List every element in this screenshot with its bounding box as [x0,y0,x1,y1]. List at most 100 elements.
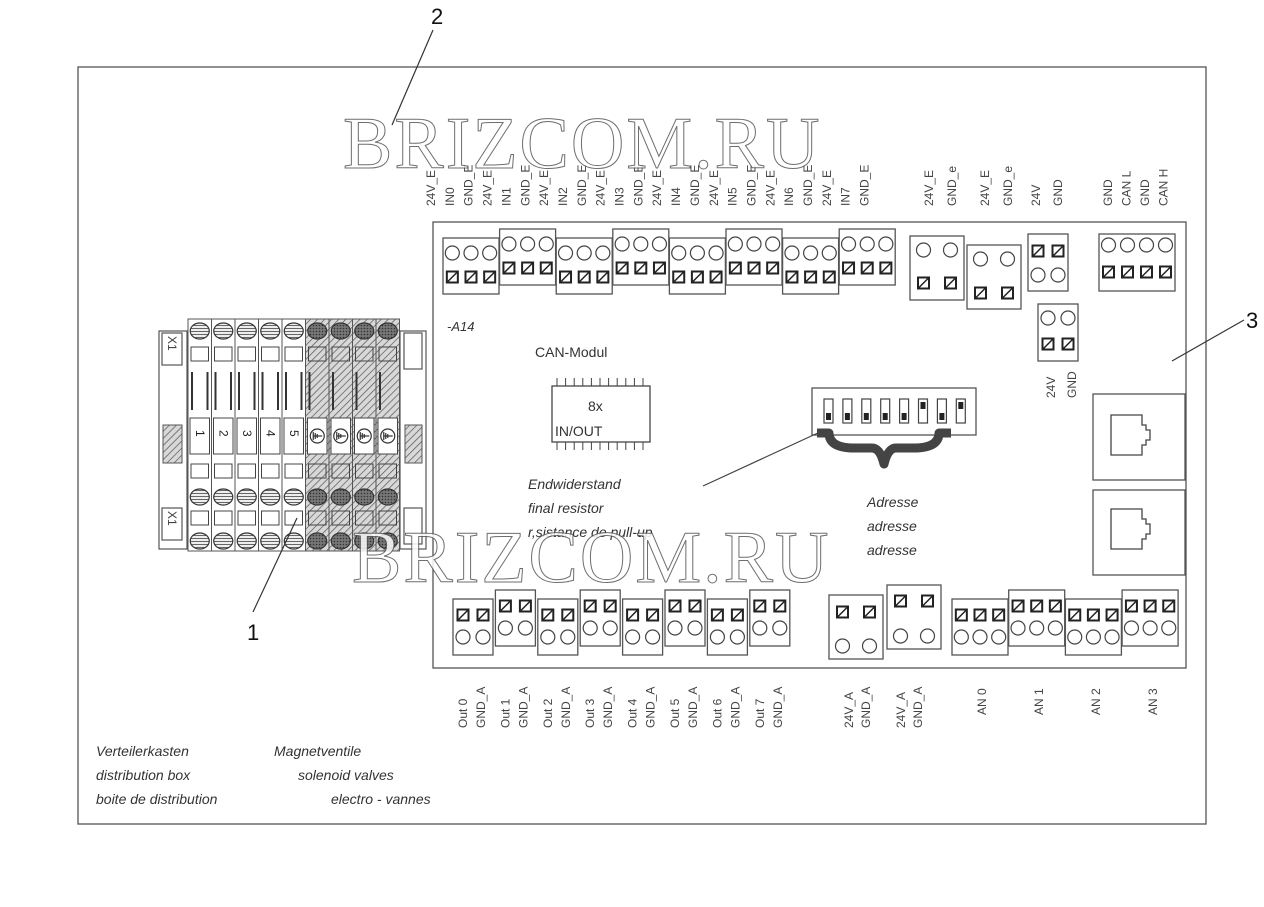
wire-hole-icon [765,236,781,252]
analog-input-connector-3 [1121,589,1179,647]
pin-label-top: GND_E [744,165,758,206]
wire-hole-icon [1157,237,1174,253]
output-connector-5 [664,589,706,647]
pin-label-top: CAN L [1120,170,1134,206]
legend-solenoid-valves: Magnetventile solenoid valves electro - … [274,743,431,807]
chip-label: IN/OUT [555,423,603,439]
wire-hole-icon [1029,620,1045,636]
pin-label-bottom: AN 3 [1146,688,1160,715]
wire-hole-icon [671,245,687,261]
wire-hole-icon [519,236,536,252]
digital-input-connector-3 [612,228,670,286]
wire-hole-icon [560,629,576,645]
wire-hole-icon [919,628,936,644]
pin-label-bottom: Out 2 [541,698,555,728]
wire-hole-icon [840,236,857,252]
pin-label-bottom: GND_A [644,687,658,728]
wire-hole-icon [752,620,768,636]
digital-input-connector-5 [725,228,783,286]
callout-2: 2 [391,4,443,126]
dip-toggle-5[interactable] [898,398,910,424]
wire-hole-icon [444,245,460,261]
digital-input-connector-6 [781,237,840,295]
supply-a-connector-1 [828,594,884,660]
digital-input-connector-1 [498,228,557,286]
pin-label-power-side: 24V [1044,377,1058,398]
wire-hole-icon [624,629,641,645]
wire-hole-icon [651,236,668,252]
wire-hole-icon [834,638,851,654]
rj45-port-icon [1110,414,1151,456]
terminal-number: 3 [240,430,254,437]
terminal-3: 3 [234,318,259,552]
wire-hole-icon [1123,620,1140,636]
pin-label-bottom: AN 2 [1089,688,1103,715]
pin-label-top: GND [1051,179,1065,206]
pin-label-bottom: AN 1 [1032,688,1046,715]
callout-1: 1 [247,517,298,645]
wire-hole-icon [802,245,819,261]
address-brace [817,428,951,469]
svg-text:3: 3 [1246,308,1258,333]
output-connector-0 [452,598,494,656]
pin-label-top: GND_E [518,165,532,206]
ground-terminal [352,318,377,552]
pin-label-top: IN3 [613,187,627,206]
terminal-number: 4 [264,430,278,437]
dip-toggle-4[interactable] [880,398,891,424]
wire-hole-icon [861,638,878,654]
pin-label-bottom: GND_A [686,687,700,728]
strip-id-label: X1 [165,336,179,351]
wire-hole-icon [687,620,703,636]
dip-toggle-2[interactable] [842,398,853,424]
pin-label-bottom: GND_A [728,687,742,728]
strip-id-label: X1 [165,511,179,526]
wire-hole-icon [475,629,491,645]
rj45-port-icon [1110,508,1151,550]
bottom-connectors [452,584,1179,660]
rj45-jack-1 [1092,393,1186,481]
dip-toggle-6[interactable] [917,398,929,424]
pin-label-top: GND_E [575,165,589,206]
wire-hole-icon [953,629,969,645]
wire-hole-icon [972,629,988,645]
wire-hole-icon [999,251,1016,267]
pin-label-top: IN2 [556,187,570,206]
dip-toggle-8[interactable] [955,398,966,424]
pin-label-top: IN1 [499,187,513,206]
pin-label-bottom: Out 3 [583,698,597,728]
wire-hole-icon [582,620,598,636]
dip-toggle-1[interactable] [823,398,834,424]
wire-hole-icon [1040,310,1056,326]
wire-hole-icon [1138,237,1155,253]
wire-hole-icon [644,629,661,645]
output-connector-7 [749,589,791,647]
pin-label-bottom: GND_A [859,687,873,728]
wire-hole-icon [576,245,592,261]
svg-text:solenoid valves: solenoid valves [298,767,394,783]
address-note: Adresse adresse adresse [866,494,919,558]
ground-terminal [375,318,400,552]
wire-hole-icon [1119,237,1136,253]
digital-input-connector-0 [442,237,500,295]
wire-hole-icon [1085,629,1102,645]
wire-hole-icon [602,620,618,636]
watermark-bottom: BRIZCOM.RU [352,517,830,599]
output-connector-1 [494,589,537,647]
svg-text:1: 1 [247,620,259,645]
analog-input-connector-1 [1008,589,1066,647]
module-title: CAN-Modul [535,344,607,360]
pin-label-bottom: Out 6 [710,698,724,728]
svg-text:2: 2 [431,4,443,29]
wire-hole-icon [667,620,683,636]
pin-label-top: 24V_E [978,170,992,206]
wire-hole-icon [455,629,471,645]
analog-input-connector-0 [951,598,1009,656]
pin-label-top: 24V_E [650,170,664,206]
wire-hole-icon [915,242,932,258]
dip-toggle-3[interactable] [861,398,872,424]
pin-label-bottom: GND_A [559,687,573,728]
can-bus-connector [1098,233,1176,292]
dip-toggle-7[interactable] [936,398,948,424]
